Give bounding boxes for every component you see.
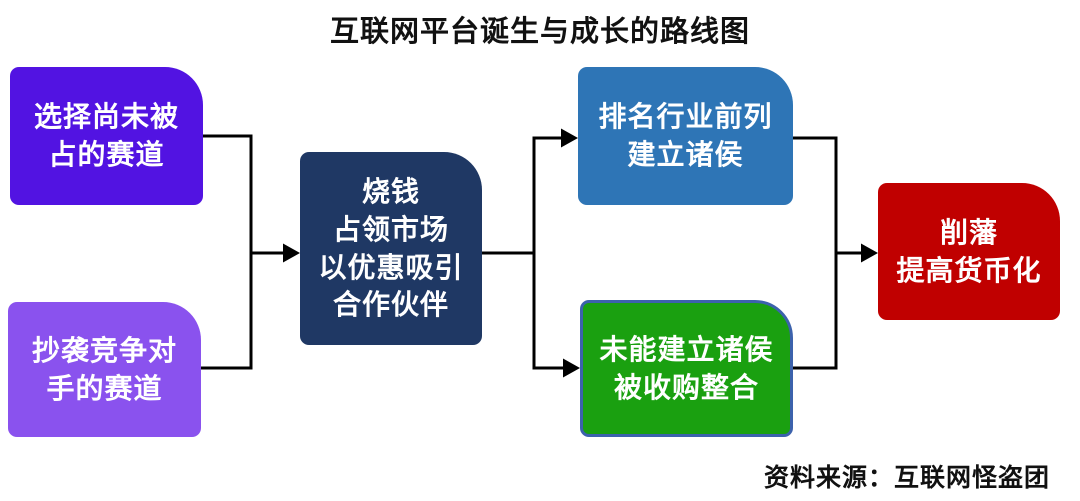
flow-box-label: 抄袭竞争对 手的赛道: [31, 334, 177, 404]
flow-box-copy-competitor-track: 抄袭竞争对 手的赛道: [8, 302, 201, 437]
connector-left-merge: [200, 134, 300, 370]
connector-middle-split: [482, 128, 580, 378]
flow-box-label: 烧钱 占领市场 以优惠吸引 合作伙伴: [318, 176, 464, 321]
flow-box-failed-acquired: 未能建立诸侯 被收购整合: [580, 300, 793, 437]
flow-box-label: 削藩 提高货币化: [896, 216, 1042, 286]
arrowhead-right-icon: [283, 243, 300, 263]
flow-box-label: 未能建立诸侯 被收购整合: [599, 333, 774, 403]
flow-box-burn-money-seize-market: 烧钱 占领市场 以优惠吸引 合作伙伴: [300, 152, 482, 345]
flow-box-label: 排名行业前列 建立诸侯: [598, 101, 773, 170]
connector-right-merge: [792, 136, 878, 370]
page-title: 互联网平台诞生与成长的路线图: [329, 16, 750, 48]
source-attribution: 资料来源：互联网怪盗团: [763, 465, 1050, 492]
flow-box-choose-unoccupied-track: 选择尚未被 占的赛道: [10, 67, 203, 205]
flow-box-rank-top-of-industry: 排名行业前列 建立诸侯: [578, 67, 793, 205]
flow-box-label: 选择尚未被 占的赛道: [33, 101, 179, 170]
arrowhead-right-icon: [561, 128, 578, 148]
arrowhead-right-icon: [861, 243, 878, 263]
flow-box-cut-vassals-monetize: 削藩 提高货币化: [878, 183, 1060, 320]
arrowhead-right-icon: [563, 358, 580, 378]
